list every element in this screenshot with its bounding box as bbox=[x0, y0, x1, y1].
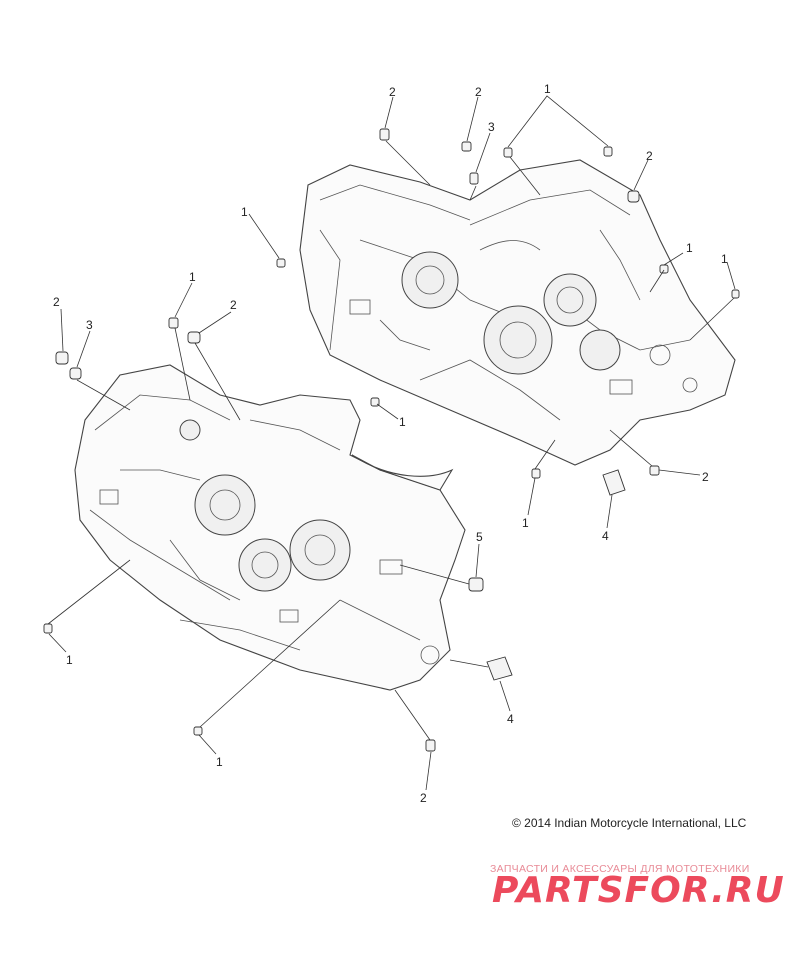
callout-number: 2 bbox=[646, 149, 653, 163]
oil-seal bbox=[468, 577, 484, 592]
callout-number: 1 bbox=[399, 415, 406, 429]
dowel-pin bbox=[603, 146, 613, 157]
dowel-pin bbox=[731, 289, 740, 299]
plug bbox=[187, 331, 201, 344]
dowel-pin bbox=[659, 264, 669, 274]
oil-seal bbox=[602, 469, 626, 496]
callout-number: 2 bbox=[475, 85, 482, 99]
watermark-subtitle: ЗАПЧАСТИ И АКСЕССУАРЫ ДЛЯ МОТОТЕХНИКИ bbox=[490, 863, 750, 875]
callout-labels-extra: 1 bbox=[216, 755, 223, 769]
dowel-pin bbox=[43, 623, 53, 634]
watermark-logo: PARTSFOR.RU bbox=[492, 870, 785, 911]
callout-number: 1 bbox=[522, 516, 529, 530]
callout-number: 3 bbox=[488, 120, 495, 134]
callout-number: 1 bbox=[544, 82, 551, 96]
lower-crankcase-half bbox=[74, 364, 466, 691]
callout-number: 1 bbox=[721, 252, 728, 266]
callout-number: 2 bbox=[389, 85, 396, 99]
callout-number: 2 bbox=[53, 295, 60, 309]
plug bbox=[461, 141, 472, 152]
callout-number: 2 bbox=[420, 791, 427, 805]
callout-number: 2 bbox=[230, 298, 237, 312]
dowel-pin bbox=[379, 128, 390, 141]
fasteners bbox=[43, 128, 740, 752]
callout-number: 1 bbox=[189, 270, 196, 284]
dowel-pin bbox=[276, 258, 286, 268]
dowel-pin bbox=[425, 739, 436, 752]
copyright-notice: © 2014 Indian Motorcycle International, … bbox=[512, 816, 747, 830]
dowel-pin bbox=[649, 465, 660, 476]
dowel-pin bbox=[469, 172, 479, 185]
plug bbox=[55, 351, 69, 365]
dowel-pin bbox=[69, 367, 82, 380]
callout-number: 4 bbox=[507, 712, 514, 726]
dowel-pin bbox=[168, 317, 179, 329]
callout-labels: 2 2 3 1 2 1 1 1 2 2 3 1 2 1 4 5 1 4 1 2 bbox=[53, 82, 728, 805]
dowel-pin bbox=[193, 726, 203, 736]
callout-number: 1 bbox=[241, 205, 248, 219]
callout-number: 1 bbox=[66, 653, 73, 667]
callout-number: 3 bbox=[86, 318, 93, 332]
dowel-pin bbox=[531, 468, 541, 479]
plug bbox=[627, 190, 640, 203]
callout-number: 4 bbox=[602, 529, 609, 543]
upper-crankcase-half bbox=[299, 159, 736, 466]
callout-number: 1 bbox=[686, 241, 693, 255]
callout-number: 2 bbox=[702, 470, 709, 484]
leader-lines bbox=[47, 95, 736, 791]
oil-seal bbox=[486, 656, 513, 681]
callout-number: 1 bbox=[216, 755, 223, 769]
dowel-pin bbox=[503, 147, 513, 158]
callout-number: 5 bbox=[476, 530, 483, 544]
